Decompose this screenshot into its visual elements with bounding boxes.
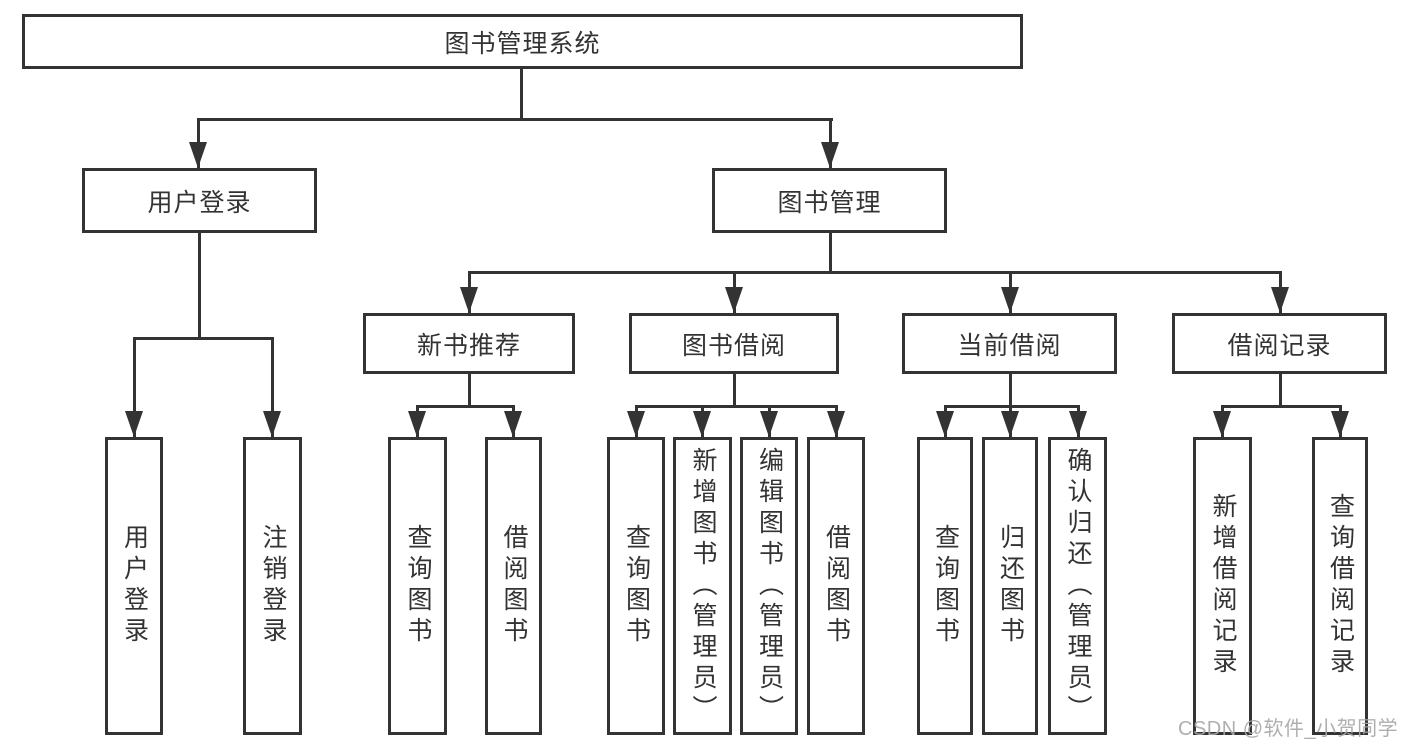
arrow-down-icon bbox=[1271, 287, 1289, 313]
node-label: 新书推荐 bbox=[416, 331, 521, 360]
arrow-down-icon bbox=[1213, 411, 1231, 437]
leaf-borrow-add-books-admin: 新增图书（管理员） bbox=[673, 437, 732, 735]
arrow-down-icon bbox=[1001, 287, 1019, 313]
node-label: 用户登录 bbox=[120, 524, 149, 648]
node-label: 查询图书 bbox=[622, 524, 651, 648]
leaf-borrow-query-books: 查询图书 bbox=[607, 437, 665, 735]
leaf-current-confirm-return-admin: 确认归还（管理员） bbox=[1048, 437, 1107, 735]
node-label: 当前借阅 bbox=[957, 331, 1062, 360]
leaf-records-add-borrow-record: 新增借阅记录 bbox=[1193, 437, 1252, 735]
arrow-down-icon bbox=[460, 287, 478, 313]
connector-line bbox=[468, 271, 1282, 274]
node-label: 查询图书 bbox=[931, 524, 960, 648]
arrow-down-icon bbox=[821, 142, 839, 168]
node-label: 图书管理系统 bbox=[444, 29, 601, 58]
node-label: 用户登录 bbox=[147, 188, 252, 217]
arrow-down-icon bbox=[760, 411, 778, 437]
node-label: 图书管理 bbox=[777, 188, 882, 217]
node-label: 确认归还（管理员） bbox=[1064, 446, 1092, 726]
node-label: 编辑图书（管理员） bbox=[755, 446, 784, 726]
node-label: 注销登录 bbox=[259, 524, 287, 648]
node-book-management: 图书管理 bbox=[712, 168, 947, 233]
arrow-down-icon bbox=[1331, 411, 1349, 437]
arrow-down-icon bbox=[408, 411, 426, 437]
arrow-down-icon bbox=[693, 411, 711, 437]
connector-line bbox=[416, 405, 515, 408]
connector-line bbox=[944, 405, 1080, 408]
csdn-watermark: CSDN @软件_小贺同学 bbox=[1178, 718, 1399, 740]
leaf-user-login: 用户登录 bbox=[105, 437, 163, 735]
node-borrowing-records: 借阅记录 bbox=[1172, 313, 1387, 374]
connector-line bbox=[1221, 405, 1342, 408]
node-label: 查询借阅记录 bbox=[1326, 493, 1355, 679]
node-label: 新增图书（管理员） bbox=[689, 446, 717, 726]
connector-line bbox=[198, 233, 201, 337]
leaf-current-query-books: 查询图书 bbox=[917, 437, 973, 735]
connector-line bbox=[829, 233, 832, 271]
leaf-recommend-query-books: 查询图书 bbox=[388, 437, 447, 735]
connector-line bbox=[1009, 373, 1012, 405]
node-library-management-system: 图书管理系统 bbox=[22, 14, 1023, 69]
leaf-records-query-borrow-record: 查询借阅记录 bbox=[1312, 437, 1368, 735]
connector-line bbox=[1279, 373, 1282, 405]
arrow-down-icon bbox=[725, 287, 743, 313]
arrow-down-icon bbox=[936, 411, 954, 437]
connector-line bbox=[733, 373, 736, 405]
node-current-borrowing: 当前借阅 bbox=[902, 313, 1117, 374]
arrow-down-icon bbox=[627, 411, 645, 437]
connector-line bbox=[133, 337, 274, 340]
leaf-borrow-edit-books-admin: 编辑图书（管理员） bbox=[740, 437, 798, 735]
connector-line bbox=[635, 405, 838, 408]
node-label: 借阅记录 bbox=[1227, 331, 1332, 360]
connector-line bbox=[520, 69, 523, 118]
node-user-login: 用户登录 bbox=[82, 168, 317, 233]
connector-line bbox=[197, 118, 833, 121]
node-label: 借阅图书 bbox=[500, 524, 528, 648]
arrow-down-icon bbox=[1001, 411, 1019, 437]
node-label: 新增借阅记录 bbox=[1209, 493, 1237, 679]
leaf-current-return-books: 归还图书 bbox=[982, 437, 1038, 735]
connector-line bbox=[271, 337, 274, 437]
arrow-down-icon bbox=[263, 411, 281, 437]
node-label: 图书借阅 bbox=[681, 331, 786, 360]
arrow-down-icon bbox=[827, 411, 845, 437]
connector-line bbox=[133, 337, 136, 437]
node-label: 查询图书 bbox=[404, 524, 432, 648]
arrow-down-icon bbox=[189, 142, 207, 168]
node-label: 归还图书 bbox=[996, 524, 1025, 648]
arrow-down-icon bbox=[125, 411, 143, 437]
arrow-down-icon bbox=[504, 411, 522, 437]
arrow-down-icon bbox=[1069, 411, 1087, 437]
leaf-recommend-borrow-books: 借阅图书 bbox=[485, 437, 542, 735]
leaf-logout: 注销登录 bbox=[243, 437, 302, 735]
node-new-book-recommendation: 新书推荐 bbox=[363, 313, 575, 374]
node-label: 借阅图书 bbox=[822, 524, 851, 648]
node-book-borrowing: 图书借阅 bbox=[629, 313, 839, 374]
connector-line bbox=[468, 373, 471, 405]
leaf-borrow-borrow-books: 借阅图书 bbox=[807, 437, 865, 735]
